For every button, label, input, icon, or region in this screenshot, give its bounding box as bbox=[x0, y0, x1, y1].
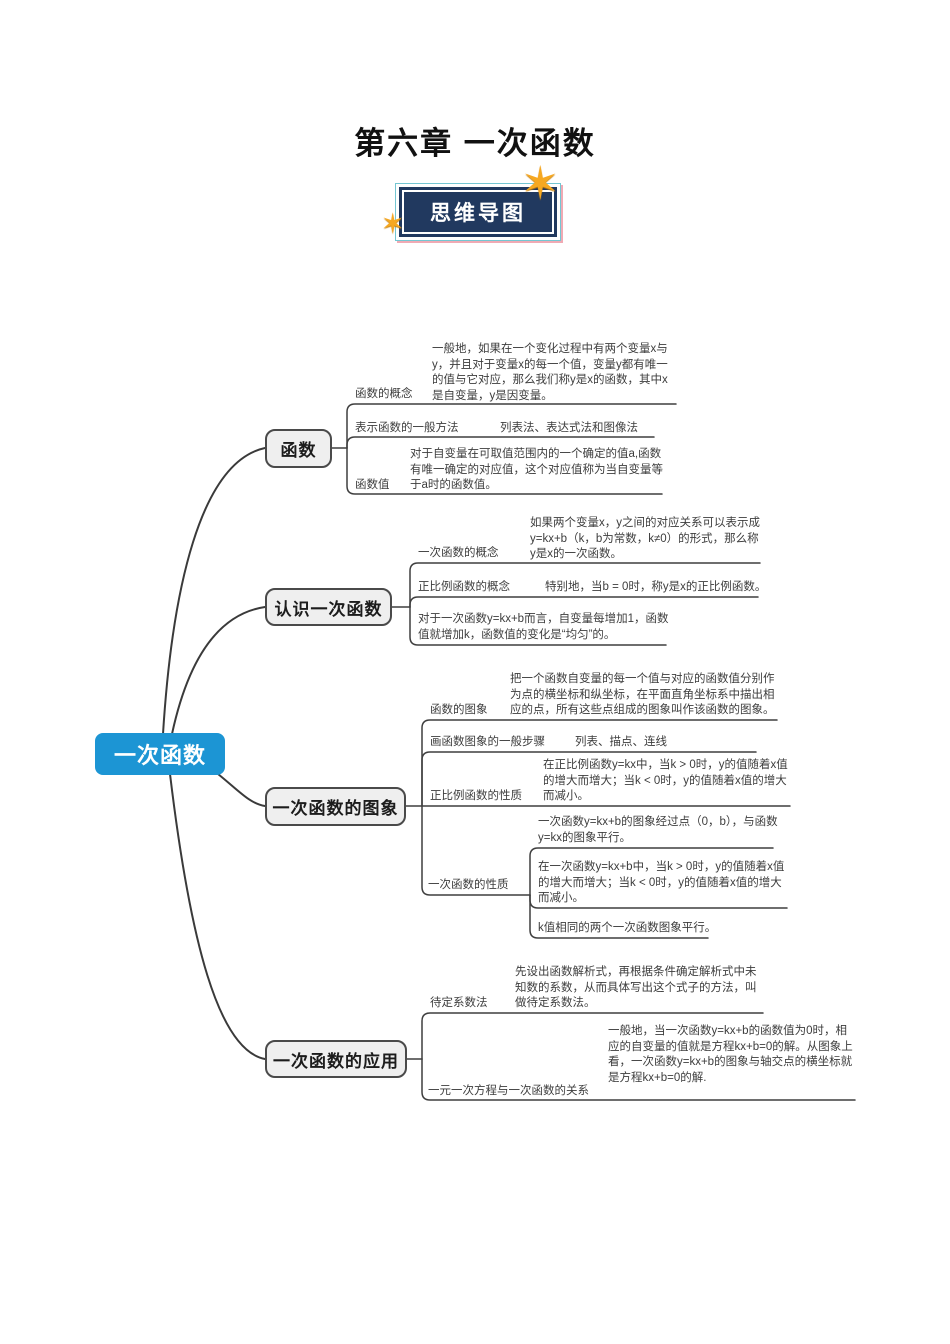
root-node-linear-function[interactable]: 一次函数 bbox=[95, 733, 225, 775]
leaf-label: 待定系数法 bbox=[430, 997, 488, 1009]
leaf-text: 对于一次函数y=kx+b而言，自变量每增加1，函数值就增加k，函数值的变化是“均… bbox=[418, 613, 669, 641]
mindmap-badge: 思维导图 bbox=[395, 183, 561, 241]
badge-label: 思维导图 bbox=[402, 190, 554, 234]
leaf-label: 一元一次方程与一次函数的关系 bbox=[428, 1085, 589, 1097]
leaf-text: 如果两个变量x，y之间的对应关系可以表示成y=kx+b（k，b为常数，k≠0）的… bbox=[530, 517, 760, 560]
leaf-text: 特别地，当b = 0时，称y是x的正比例函数。 bbox=[545, 581, 767, 593]
leaf-text: 一次函数y=kx+b的图象经过点（0，b），与函数y=kx的图象平行。 bbox=[538, 816, 778, 844]
leaf-label: 函数的概念 bbox=[355, 388, 413, 400]
star-icon: ✶ bbox=[521, 157, 560, 209]
topic-node-application[interactable]: 一次函数的应用 bbox=[265, 1040, 407, 1078]
leaf-label: 函数值 bbox=[355, 479, 390, 491]
topic-node-graph[interactable]: 一次函数的图象 bbox=[265, 787, 406, 826]
leaf-label: 函数的图象 bbox=[430, 704, 488, 716]
leaf-text: 对于自变量在可取值范围内的一个确定的值a,函数有唯一确定的对应值，这个对应值称为… bbox=[410, 448, 663, 491]
topic-node-function[interactable]: 函数 bbox=[265, 429, 332, 468]
leaf-text: 在一次函数y=kx+b中，当k > 0时，y的值随着x值的增大而增大；当k < … bbox=[538, 861, 785, 904]
leaf-text: 一般地，当一次函数y=kx+b的函数值为0时，相应的自变量的值就是方程kx+b=… bbox=[608, 1025, 853, 1084]
leaf-label: 正比例函数的概念 bbox=[418, 581, 510, 593]
leaf-text: 先设出函数解析式，再根据条件确定解析式中未知数的系数，从而具体写出这个式子的方法… bbox=[515, 966, 757, 1009]
leaf-text: 把一个函数自变量的每一个值与对应的函数值分别作为点的横坐标和纵坐标，在平面直角坐… bbox=[510, 673, 775, 716]
leaf-label: 正比例函数的性质 bbox=[430, 790, 522, 802]
star-icon: ✶ bbox=[381, 208, 405, 239]
topic-node-know-linear-function[interactable]: 认识一次函数 bbox=[265, 588, 392, 626]
leaf-text: 一般地，如果在一个变化过程中有两个变量x与y，并且对于变量x的每一个值，变量y都… bbox=[432, 343, 668, 402]
leaf-text: 在正比例函数y=kx中，当k > 0时，y的值随着x值的增大而增大；当k < 0… bbox=[543, 759, 788, 802]
leaf-label: 表示函数的一般方法 bbox=[355, 422, 459, 434]
leaf-label: 一次函数的性质 bbox=[428, 879, 509, 891]
leaf-text: 列表、描点、连线 bbox=[575, 736, 667, 748]
leaf-label: 一次函数的概念 bbox=[418, 547, 499, 559]
page-title: 第六章 一次函数 bbox=[354, 126, 596, 161]
leaf-text: 列表法、表达式法和图像法 bbox=[500, 422, 638, 434]
leaf-text: k值相同的两个一次函数图象平行。 bbox=[538, 922, 717, 934]
leaf-label: 画函数图象的一般步骤 bbox=[430, 736, 545, 748]
